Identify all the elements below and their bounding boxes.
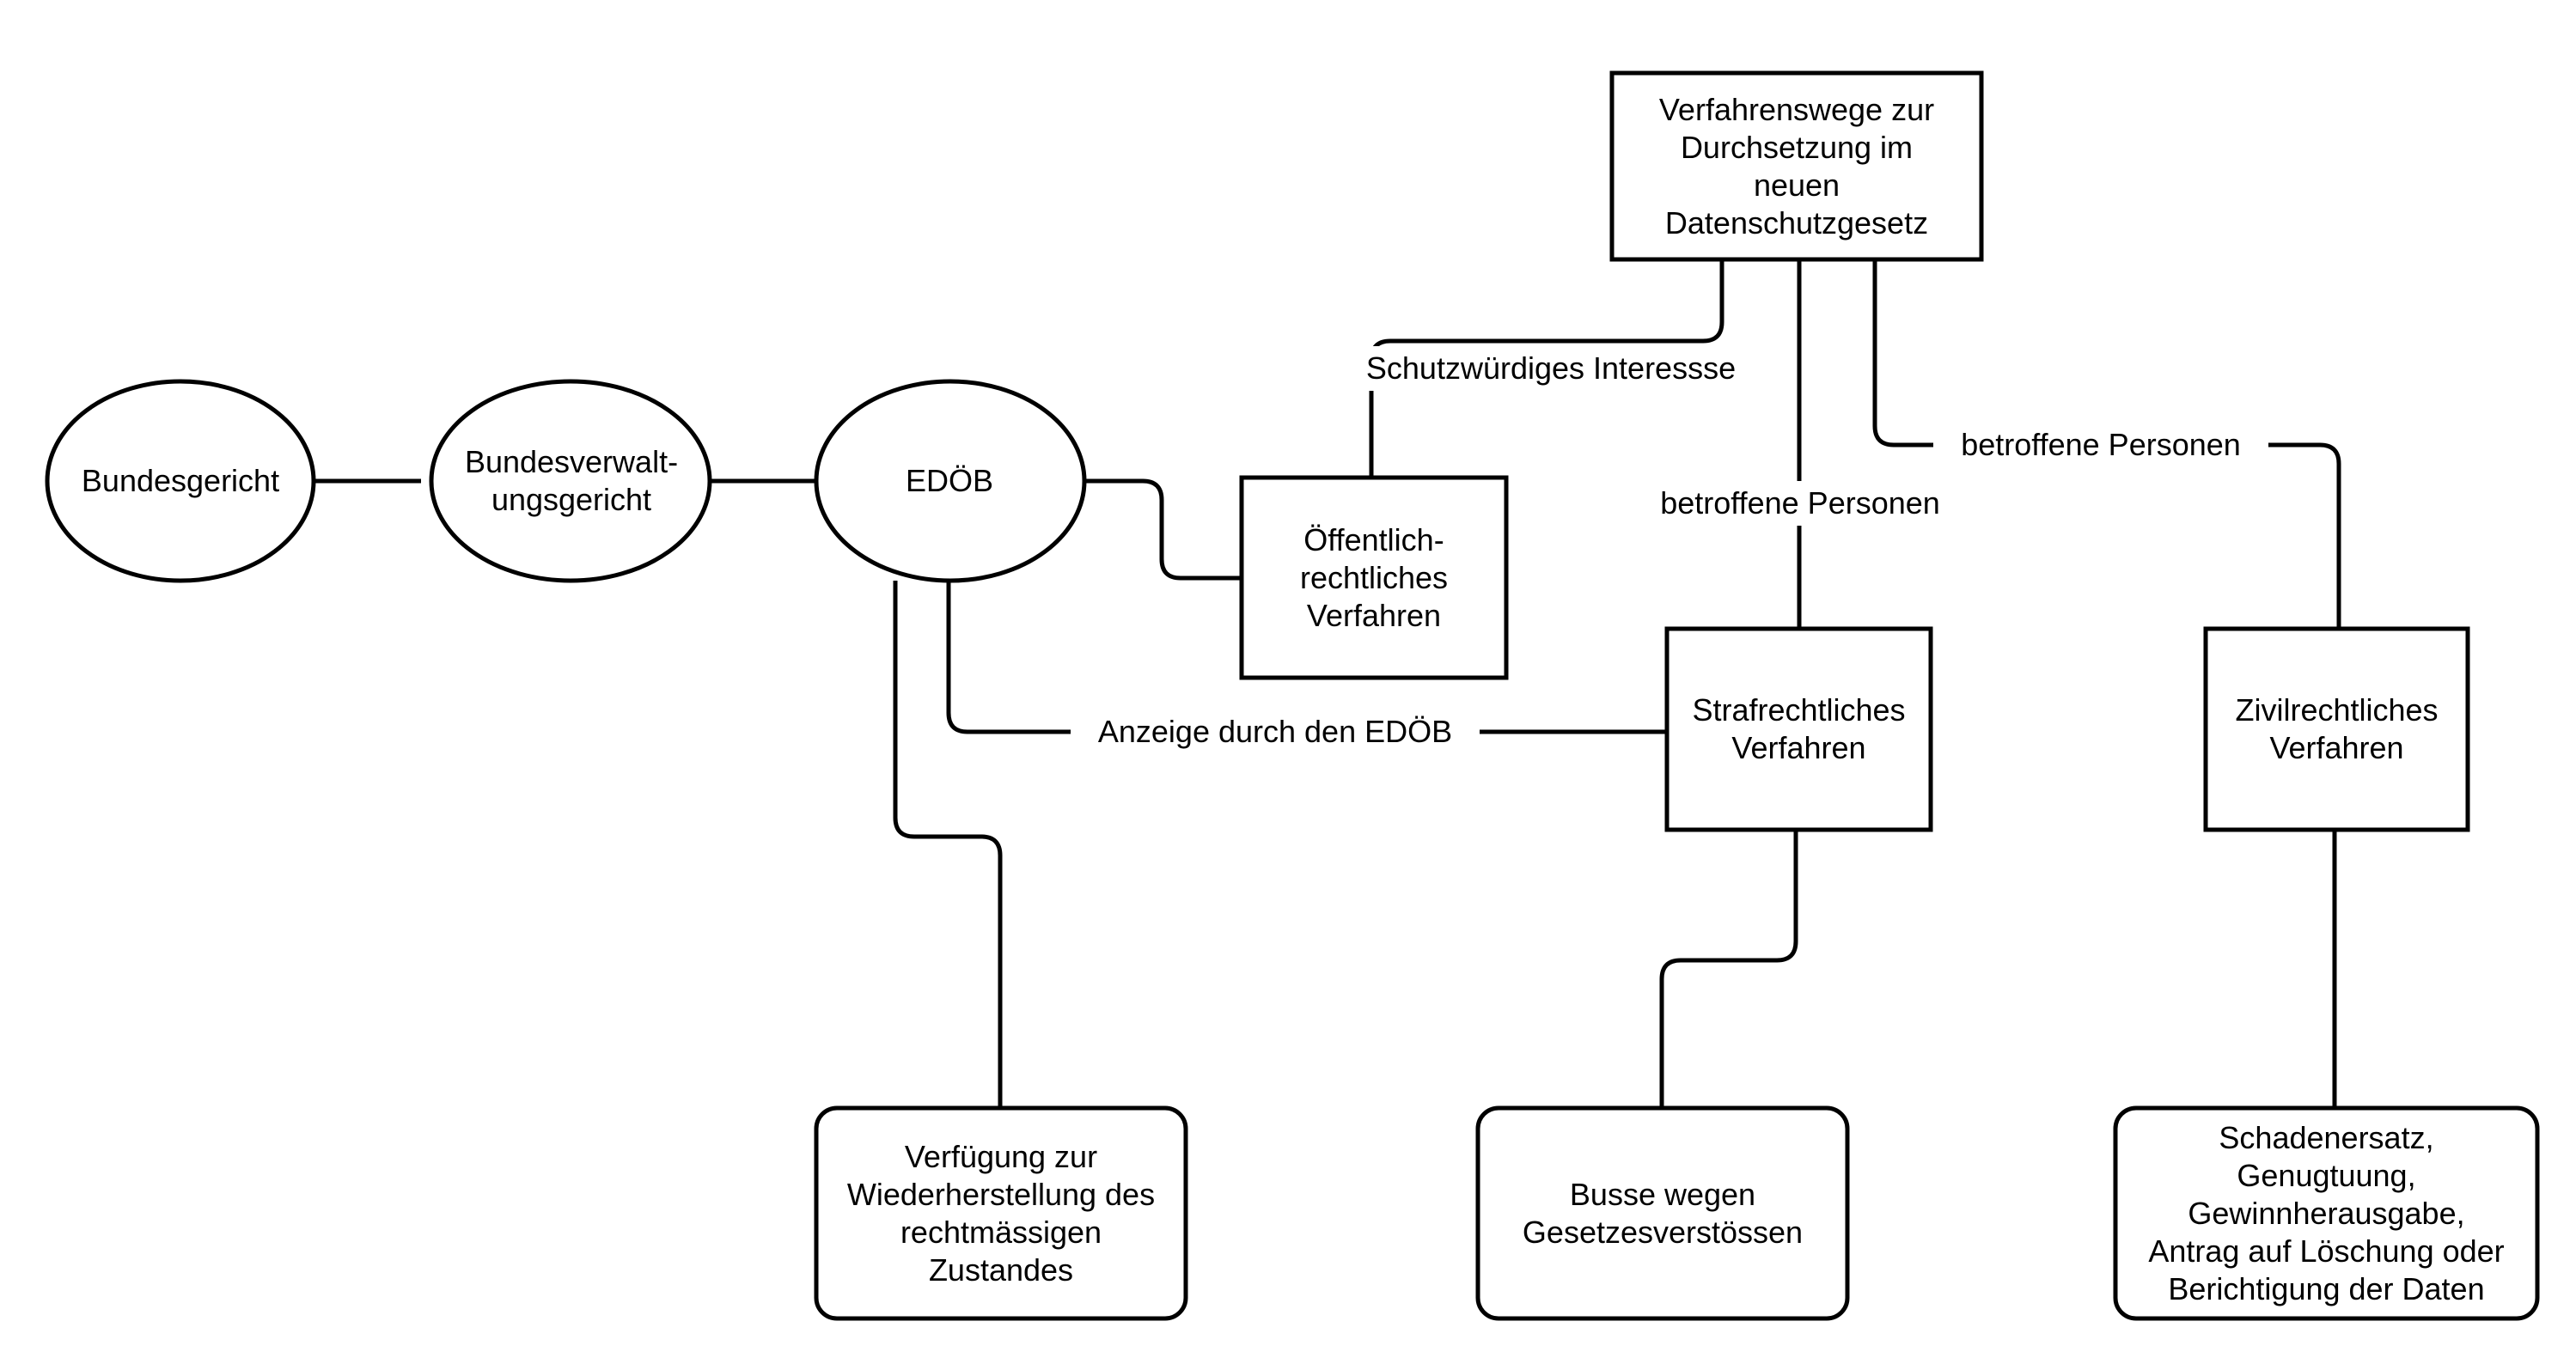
node-bundesverwaltungsgericht-shape <box>429 379 712 583</box>
node-bundesverwaltungsgericht-label: Bundesverwalt- ungsgericht <box>464 444 679 517</box>
edge-label-betroffene-zivil: betroffene Personen <box>1933 423 2268 467</box>
nodes <box>45 70 2540 1321</box>
node-bundesgericht-label: Bundesgericht <box>81 463 280 498</box>
node-bundesgericht-shape <box>45 379 316 583</box>
node-verfahrenswege-label: Verfahrenswege zur Durchsetzung im neuen… <box>1658 91 1935 241</box>
node-schadenersatz-label: Schadenersatz, Genugtuung, Gewinnherausg… <box>2148 1119 2505 1306</box>
node-oeffentlich-label: Öffentlich- rechtliches Verfahren <box>1299 521 1449 633</box>
node-busse-label: Busse wegen Gesetzesverstössen <box>1522 1176 1804 1250</box>
node-verfuegung-label: Verfügung zur Wiederherstellung des rech… <box>846 1138 1156 1288</box>
node-zivilrechtlich-shape <box>2203 626 2470 832</box>
node-edoeb-label: EDÖB <box>905 463 994 498</box>
edge-strafrechtlich-busse <box>1659 830 1798 1108</box>
connectors <box>314 259 2341 1108</box>
node-schadenersatz-shape <box>2113 1105 2540 1321</box>
edge-label-schutzwuerdiges: Schutzwürdiges Interessse <box>1345 346 1757 391</box>
edge-label-betroffene-straf: betroffene Personen <box>1633 481 1968 526</box>
node-verfuegung-shape <box>814 1105 1188 1321</box>
node-edoeb-shape <box>814 379 1087 583</box>
edge-label-anzeige: Anzeige durch den EDÖB <box>1071 709 1480 754</box>
node-strafrechtlich-label: Strafrechtliches Verfahren <box>1692 692 1906 765</box>
node-oeffentlich-shape <box>1239 475 1509 680</box>
node-strafrechtlich-shape <box>1664 626 1933 832</box>
node-zivilrechtlich-label: Zivilrechtliches Verfahren <box>2235 692 2439 765</box>
edge-edoeb-oeffentlich <box>1083 478 1242 581</box>
node-verfahrenswege-shape <box>1609 70 1984 262</box>
node-busse-shape <box>1475 1105 1850 1321</box>
edge-edoeb-strafrechtlich-anzeige <box>946 581 1667 734</box>
edge-edoeb-verfuegung <box>893 581 1003 1108</box>
